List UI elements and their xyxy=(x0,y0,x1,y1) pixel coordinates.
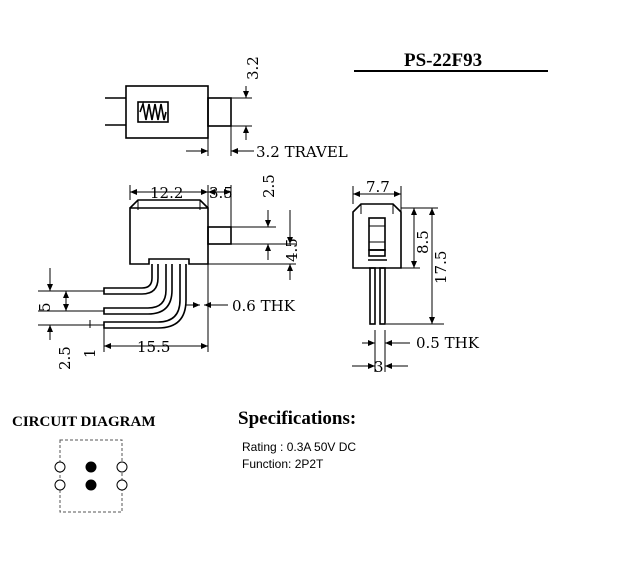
common-terminal-dot xyxy=(85,479,97,491)
circuit-frame xyxy=(59,439,123,513)
part-number: PS-22F93 xyxy=(404,50,482,71)
pin-pitch-label: 5 xyxy=(36,302,54,312)
side-view-body xyxy=(129,207,209,265)
circuit-diagram xyxy=(54,439,128,513)
bent-pin-2 xyxy=(103,264,173,315)
top-height-label: 3.2 xyxy=(244,56,262,80)
terminal-dot xyxy=(116,461,128,473)
actuator-height-label: 2.5 xyxy=(260,174,278,198)
front-view xyxy=(352,186,444,372)
pin-thickness-small-label: 1 xyxy=(81,348,99,358)
front-thickness-label: 0.5 THK xyxy=(416,334,480,352)
side-thickness-label: 0.6 THK xyxy=(232,297,296,315)
travel-label: 3.2 TRAVEL xyxy=(256,143,348,161)
body-length-label: 12.2 xyxy=(150,184,183,202)
bent-pin-1 xyxy=(103,264,159,295)
front-pin xyxy=(379,267,386,325)
top-view xyxy=(105,85,254,156)
pin-offset-label: 2.5 xyxy=(56,346,74,370)
terminal-dot xyxy=(54,479,66,491)
front-view-body xyxy=(352,203,402,269)
actuator-offset-label: 4.5 xyxy=(283,238,301,262)
terminal-dot xyxy=(116,479,128,491)
front-upper-height-label: 8.5 xyxy=(414,230,432,254)
function-text: Function: 2P2T xyxy=(242,457,324,471)
spring-icon xyxy=(139,101,167,121)
terminal-dot xyxy=(54,461,66,473)
bent-pin-3 xyxy=(103,264,187,329)
top-view-actuator xyxy=(207,97,232,127)
specifications-heading: Specifications: xyxy=(238,408,356,429)
common-terminal-dot xyxy=(85,461,97,473)
rating-text: Rating : 0.3A 50V DC xyxy=(242,440,356,454)
spring-housing xyxy=(137,101,169,123)
front-pin xyxy=(369,267,376,325)
pin-span-label: 15.5 xyxy=(137,338,170,356)
front-view-actuator xyxy=(368,217,386,251)
front-width-label: 7.7 xyxy=(366,178,390,196)
front-total-height-label: 17.5 xyxy=(432,251,450,284)
side-view xyxy=(38,185,296,352)
side-view-actuator xyxy=(207,226,232,245)
side-view-top xyxy=(129,199,209,209)
front-pin-width-label: 3 xyxy=(374,358,384,376)
actuator-length-label: 3.5 xyxy=(209,184,233,202)
title-block: PS-22F93 xyxy=(354,50,548,72)
circuit-title: CIRCUIT DIAGRAM xyxy=(12,414,155,430)
